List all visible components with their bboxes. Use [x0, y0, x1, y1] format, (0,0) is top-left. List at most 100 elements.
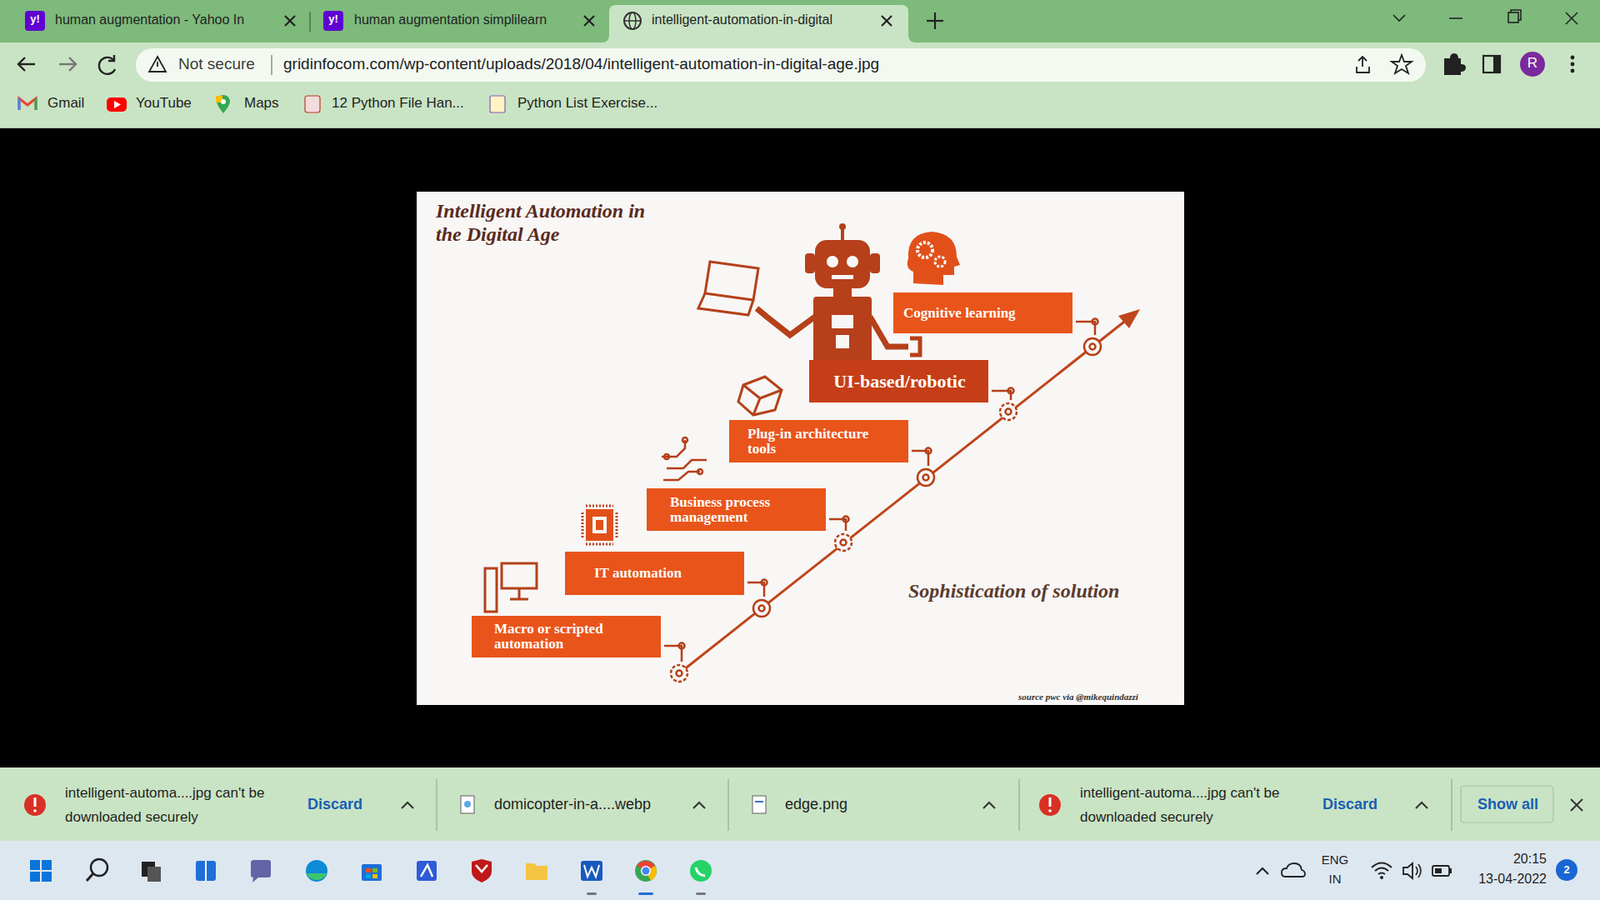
- tab-icons-part-part: [285, 15, 295, 26]
- toolbar-icons-part-part: [1570, 69, 1575, 74]
- tab-icons-part-part: [584, 15, 595, 26]
- toolbar-icons-part: [156, 61, 159, 67]
- download-error: intelligent-automa....jpg can't be downl…: [1080, 780, 1312, 830]
- taskbar-icons-part: [695, 892, 706, 895]
- taskbar-icons-part: [372, 868, 378, 873]
- tab-title: human augmentation - Yahoo In: [55, 12, 245, 28]
- taskbar-icons-part: [690, 860, 712, 882]
- bookmark-icons-part: [216, 95, 230, 114]
- taskbar-icons-part: [365, 874, 371, 879]
- taskbar-icons-part-part: [1378, 873, 1385, 875]
- tab-icons-part-part: [934, 12, 936, 30]
- taskbar-icons-part: [30, 871, 40, 882]
- robot-arms-part: [925, 448, 932, 455]
- tab-icons-part-part: [1508, 12, 1519, 23]
- robot-figure-part: [910, 338, 920, 355]
- robot-figure-part: [831, 315, 854, 329]
- taskbar-icons-part: [635, 860, 657, 882]
- gears-part: [1005, 409, 1012, 415]
- taskbar-icons-part: [1435, 868, 1442, 874]
- circuit-icon: [661, 437, 707, 480]
- tab-icons-part-part: [881, 15, 892, 26]
- computer-icon: [485, 563, 537, 612]
- gears-part: [840, 540, 847, 546]
- robot-figure-part: [831, 275, 854, 280]
- tab-icons-part-part: [1449, 17, 1463, 20]
- toolbar-icons-part-part: [1570, 55, 1575, 60]
- bookmark-icons-part: [114, 100, 121, 109]
- bookmark-icons-part: [18, 98, 21, 110]
- tab-icons-part-part: [881, 15, 892, 26]
- laptop-icon-part: [705, 261, 759, 300]
- toolbar-icons-part: [270, 55, 272, 75]
- taskbar-icons-part-part: [1375, 868, 1389, 872]
- tab-icons-part: [323, 10, 344, 31]
- bookmark-icons-part: [490, 95, 505, 113]
- taskbar-icons-part: [30, 860, 40, 870]
- process-step-box: IT automation: [565, 551, 745, 595]
- robot-figure-part: [846, 255, 859, 268]
- laptop-icon: [698, 261, 759, 315]
- download-bar-icons-part: [1048, 809, 1052, 813]
- source-credit: source pwc via @mikequindazzi: [1018, 691, 1139, 702]
- robot-arms-part: [843, 516, 850, 523]
- tab-icons-part: [624, 20, 641, 22]
- url-text: gridinfocom.com/wp-content/uploads/2018/…: [283, 55, 880, 74]
- security-label: Not secure: [178, 55, 255, 74]
- step-label: Business process management: [670, 495, 812, 525]
- toolbar-icons-part-part: [1356, 66, 1370, 73]
- step-label: UI-based/robotic: [833, 371, 966, 391]
- robot-arms-part: [1008, 388, 1015, 395]
- tab-icons-part-part: [1393, 15, 1405, 21]
- taskbar-icons-part: [305, 860, 328, 882]
- download-bar-icons-part: [1049, 797, 1052, 807]
- process-step-box: UI-based/robotic: [809, 360, 989, 403]
- tab-icons-part-part: [1565, 12, 1578, 25]
- download-file: edge.png: [785, 795, 848, 814]
- axis-label: Sophistication of solution: [908, 580, 1120, 603]
- notification-badge: 2: [1556, 863, 1577, 876]
- gears-part: [1000, 403, 1017, 420]
- gears-part: [670, 665, 688, 682]
- gears-part: [759, 605, 765, 612]
- toolbar-icons-part: [1493, 55, 1500, 73]
- taskbar-icons-part: [640, 865, 651, 876]
- tab-title: human augmentation simplilearn: [354, 12, 547, 28]
- cognitive-head-icon-part: [917, 242, 933, 258]
- toolbar-icons-part-part: [59, 63, 76, 65]
- download-bar-icons-part-part: [983, 802, 995, 809]
- clock-date: 13-04-2022: [1463, 871, 1547, 887]
- download-bar-icons-part-part: [1415, 802, 1428, 809]
- gears-part: [923, 475, 930, 481]
- computer-icon-part: [485, 568, 497, 612]
- computer-icon-part: [501, 563, 537, 589]
- bookmark-label: 12 Python File Han...: [331, 95, 465, 112]
- download-bar-icons-part-part: [435, 779, 438, 831]
- bookmark-label: Gmail: [47, 95, 85, 112]
- taskbar-icons-part: [1371, 863, 1392, 875]
- window-bars-part: [0, 128, 1600, 768]
- clock-time: 20:15: [1463, 851, 1547, 867]
- bookmark-icons-part: [220, 99, 226, 105]
- robot-arms-part: [679, 643, 685, 650]
- gears-part: [1084, 338, 1101, 355]
- process-step-box: Macro or scripted automation: [471, 615, 661, 658]
- gears-part: [753, 600, 770, 617]
- process-step-box: Cognitive learning: [893, 292, 1073, 334]
- taskbar-icons-part: [250, 860, 271, 883]
- chip-icon: [582, 505, 617, 545]
- taskbar-icons-part: [1256, 868, 1269, 875]
- tab-title: intelligent-automation-in-digital: [651, 12, 833, 28]
- laptop-icon-part: [698, 293, 754, 315]
- cube-icon-part: [738, 376, 782, 415]
- bookmark-icons-part: [35, 98, 38, 110]
- toolbar-icons-part: [149, 56, 166, 72]
- taskbar-icons-part: [416, 860, 437, 881]
- taskbar-icons-part: [1281, 863, 1305, 877]
- toolbar-icons: [18, 48, 1575, 82]
- taskbar-icons-part: [584, 865, 600, 877]
- process-step-box: Business process management: [646, 488, 826, 531]
- gears-part: [917, 469, 935, 486]
- taskbar-icons-part: [372, 874, 378, 879]
